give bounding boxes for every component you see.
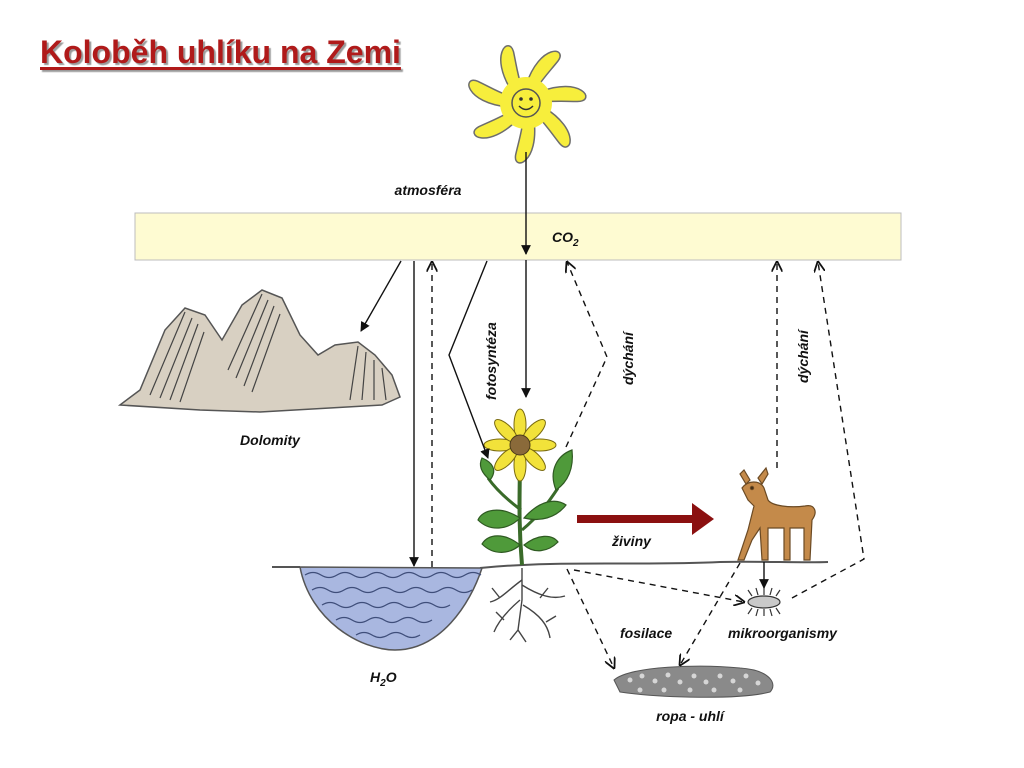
microorganism-icon: [747, 587, 781, 617]
plant-illustration: [477, 408, 573, 643]
microorganisms-label: mikroorganismy: [728, 625, 838, 641]
atmosphere-label: atmosféra: [395, 182, 462, 198]
dolomites-label: Dolomity: [240, 432, 301, 448]
water-illustration: [299, 566, 484, 651]
ground-line: [272, 560, 829, 569]
nutrients-arrow: [577, 503, 714, 535]
plant-to-microorganism-arrow: [573, 569, 744, 602]
atmosphere-to-dolomites-arrow: [360, 260, 402, 332]
nutrients-label: živiny: [611, 533, 652, 549]
deer-to-fossil-arrow: [680, 562, 741, 665]
water-label: H2O: [370, 669, 397, 689]
page-title: Koloběh uhlíku na Zemi: [40, 34, 401, 70]
deer-illustration: [737, 466, 816, 561]
fossilization-label: fosilace: [620, 625, 672, 641]
respiration-right-label: dýchání: [795, 328, 811, 383]
co2-label: CO2: [552, 229, 579, 249]
photosynthesis-label: fotosyntéza: [483, 322, 499, 400]
oil-coal-label: ropa - uhlí: [656, 708, 726, 724]
plant-respiration-arrow: [566, 262, 608, 448]
fossil-deposit-illustration: [613, 665, 774, 698]
photosynthesis-arrow: [448, 260, 490, 459]
microorganism-respiration-arrow: [791, 262, 865, 599]
mountains-illustration: [117, 289, 401, 413]
plant-to-fossil-arrow: [566, 568, 614, 668]
respiration-left-label: dýchání: [620, 330, 636, 385]
atmosphere-band: [134, 212, 902, 261]
sun-icon: [468, 45, 587, 164]
